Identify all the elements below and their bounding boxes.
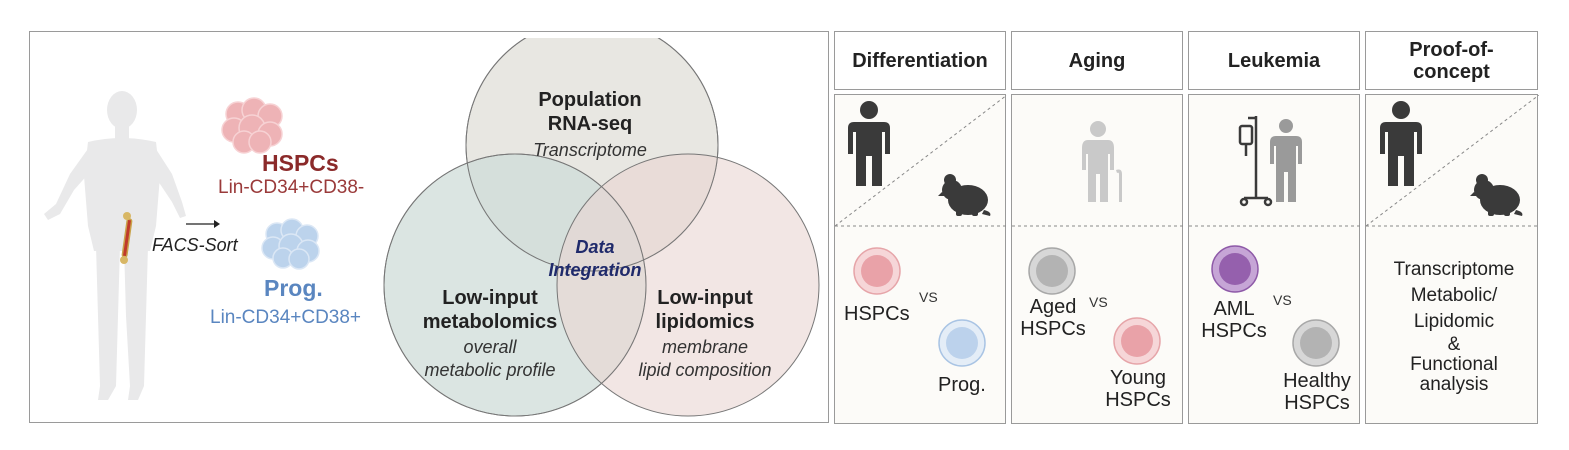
hspc-cell-cluster-icon — [221, 97, 283, 154]
poc-description: Transcriptome Metabolic/ Lipidomic & Fun… — [1393, 259, 1515, 395]
prog-cell-cluster-icon — [261, 218, 320, 270]
human-body-icon — [44, 91, 186, 400]
healthy-hspc-cell-icon — [1292, 319, 1340, 367]
prog-marker: Lin-CD34+CD38+ — [210, 307, 362, 328]
arrow-right-icon — [186, 220, 220, 228]
prog-title: Prog. — [264, 275, 323, 301]
venn-diagram — [383, 38, 820, 417]
header-proof-of-concept: Proof-of-concept — [1365, 31, 1538, 90]
aging-vs-label: VS — [1089, 294, 1108, 310]
diff-label-prog: Prog. — [938, 374, 986, 396]
hspcs-marker: Lin-CD34+CD38- — [218, 177, 365, 198]
leukemia-vs-label: VS — [1273, 292, 1292, 308]
mouse-icon — [938, 174, 991, 216]
hspc-cell-icon — [853, 247, 901, 295]
venn-circle-lipidomics — [556, 153, 820, 417]
header-leukemia: Leukemia — [1188, 31, 1360, 90]
mouse-icon-poc — [1470, 174, 1523, 216]
bone-icon — [120, 212, 133, 264]
prog-cell-icon — [938, 319, 986, 367]
venn-top-subtitle: Transcriptome — [533, 140, 647, 160]
diff-label-hspcs: HSPCs — [844, 303, 910, 325]
hspcs-title: HSPCs — [262, 150, 339, 176]
elderly-person-icon — [1082, 121, 1122, 202]
aml-hspc-cell-icon — [1211, 245, 1259, 293]
patient-iv-drip-icon — [1238, 116, 1302, 207]
human-icon-poc — [1380, 101, 1422, 186]
diff-vs-label: VS — [919, 289, 938, 305]
facs-sort-label: FACS-Sort — [152, 235, 238, 255]
young-hspc-cell-icon — [1113, 317, 1161, 365]
aged-hspc-cell-icon — [1028, 247, 1076, 295]
human-icon — [848, 101, 890, 186]
header-differentiation: Differentiation — [834, 31, 1006, 90]
header-aging: Aging — [1011, 31, 1183, 90]
